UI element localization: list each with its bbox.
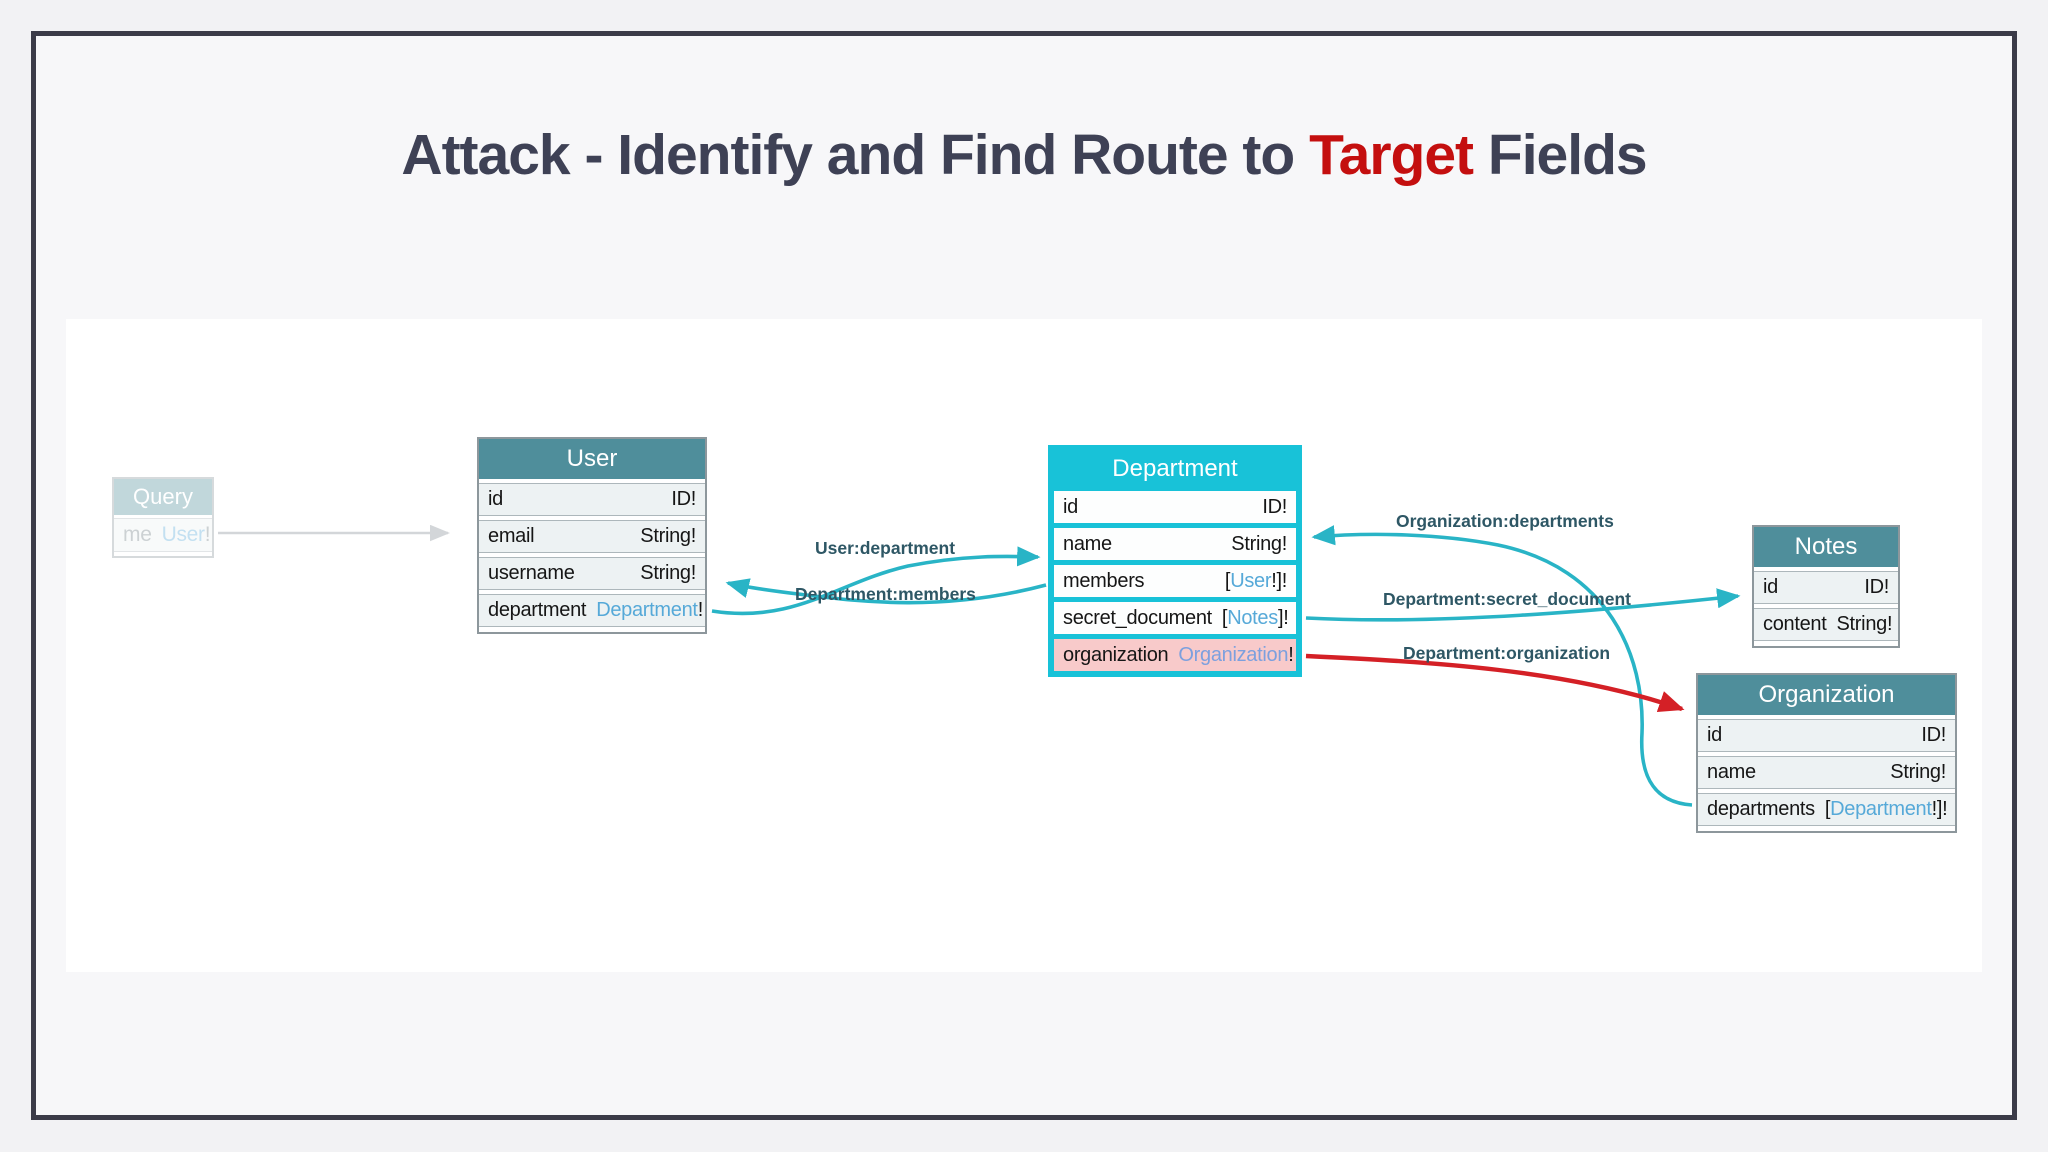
edge-label-user-department: User:department (815, 538, 956, 558)
field-type: ID! (1262, 495, 1287, 518)
field-type-link: Notes (1227, 606, 1278, 629)
field-type: User! (161, 523, 211, 546)
edge-label-department-secret-document: Department:secret_document (1383, 589, 1631, 609)
field-type: ID! (671, 488, 696, 510)
field-name: members (1063, 569, 1145, 592)
field-name: id (1763, 576, 1778, 598)
field-type: String! (640, 562, 696, 584)
field-row-query-me: me User! (114, 518, 212, 552)
field-type-link: User (1230, 569, 1272, 592)
field-name: department (488, 599, 587, 621)
field-name: organization (1063, 643, 1169, 666)
field-type: [Department!]! (1824, 798, 1948, 820)
field-name: id (1063, 495, 1078, 518)
field-type: [User!]! (1224, 569, 1287, 592)
field-name: secret_document (1063, 606, 1212, 629)
edge-label-department-members: Department:members (795, 584, 976, 604)
field-row-organization-name: name String! (1698, 756, 1955, 789)
field-type-link: User (161, 523, 205, 546)
diagram-panel (66, 319, 1982, 972)
table-header-user: User (479, 439, 705, 479)
table-notes: Notes id ID! content String! (1752, 525, 1900, 648)
edge-user-department (711, 546, 1041, 616)
field-row-user-department: department Department! (479, 594, 705, 627)
edge-department-members (725, 578, 1047, 605)
field-type: Organization! (1178, 643, 1294, 666)
field-row-notes-id: id ID! (1754, 571, 1898, 604)
field-row-notes-content: content String! (1754, 608, 1898, 641)
field-row-department-secret_document: secret_document [Notes]! (1054, 602, 1296, 634)
table-department: Department id ID! name String! members [User!]… (1048, 445, 1302, 677)
field-name: content (1763, 613, 1827, 635)
field-row-user-id: id ID! (479, 483, 705, 516)
field-row-user-username: username String! (479, 557, 705, 590)
edge-department-secret-document (1305, 588, 1741, 622)
field-row-user-email: email String! (479, 520, 705, 553)
field-name: me (123, 523, 152, 546)
field-name: email (488, 525, 535, 547)
field-row-organization-departments: departments [Department!]! (1698, 793, 1955, 826)
field-row-department-organization: organization Organization! (1054, 639, 1296, 671)
title-highlight: Target (1309, 123, 1474, 187)
field-type-link: Department (1830, 798, 1932, 820)
field-name: id (1707, 724, 1722, 746)
table-header-department: Department (1112, 455, 1238, 482)
field-type: String! (1231, 532, 1287, 555)
field-name: name (1707, 761, 1756, 783)
field-name: id (488, 488, 503, 510)
field-name: username (488, 562, 575, 584)
edge-label-department-organization: Department:organization (1403, 643, 1611, 663)
table-header-organization: Organization (1698, 675, 1955, 715)
title-prefix: Attack - Identify and Find Route to (401, 123, 1310, 187)
title-suffix: Fields (1473, 123, 1648, 187)
field-name: departments (1707, 798, 1815, 820)
field-row-department-members: members [User!]! (1054, 565, 1296, 597)
slide-title: Attack - Identify and Find Route to Targ… (0, 122, 2048, 188)
edge-department-organization (1305, 653, 1685, 713)
table-header-query: Query (114, 479, 212, 515)
field-type: String! (1890, 761, 1946, 783)
edge-label-organization-departments: Organization:departments (1396, 511, 1614, 531)
field-type-link: Department (596, 599, 698, 621)
field-type: Department! (596, 599, 703, 621)
field-type: String! (640, 525, 696, 547)
table-organization: Organization id ID! name String! departments [… (1696, 673, 1957, 833)
field-type: String! (1836, 613, 1893, 635)
field-row-department-name: name String! (1054, 528, 1296, 560)
edge-organization-departments (1311, 525, 1693, 807)
field-name: name (1063, 532, 1112, 555)
query-box: Query me User! (112, 477, 214, 558)
field-type: [Notes]! (1221, 606, 1289, 629)
field-type: ID! (1921, 724, 1946, 746)
field-row-organization-id: id ID! (1698, 719, 1955, 752)
table-header-notes: Notes (1754, 527, 1898, 567)
field-type: ID! (1864, 576, 1889, 598)
field-row-department-id: id ID! (1054, 491, 1296, 523)
field-type-link: Organization (1178, 643, 1289, 666)
